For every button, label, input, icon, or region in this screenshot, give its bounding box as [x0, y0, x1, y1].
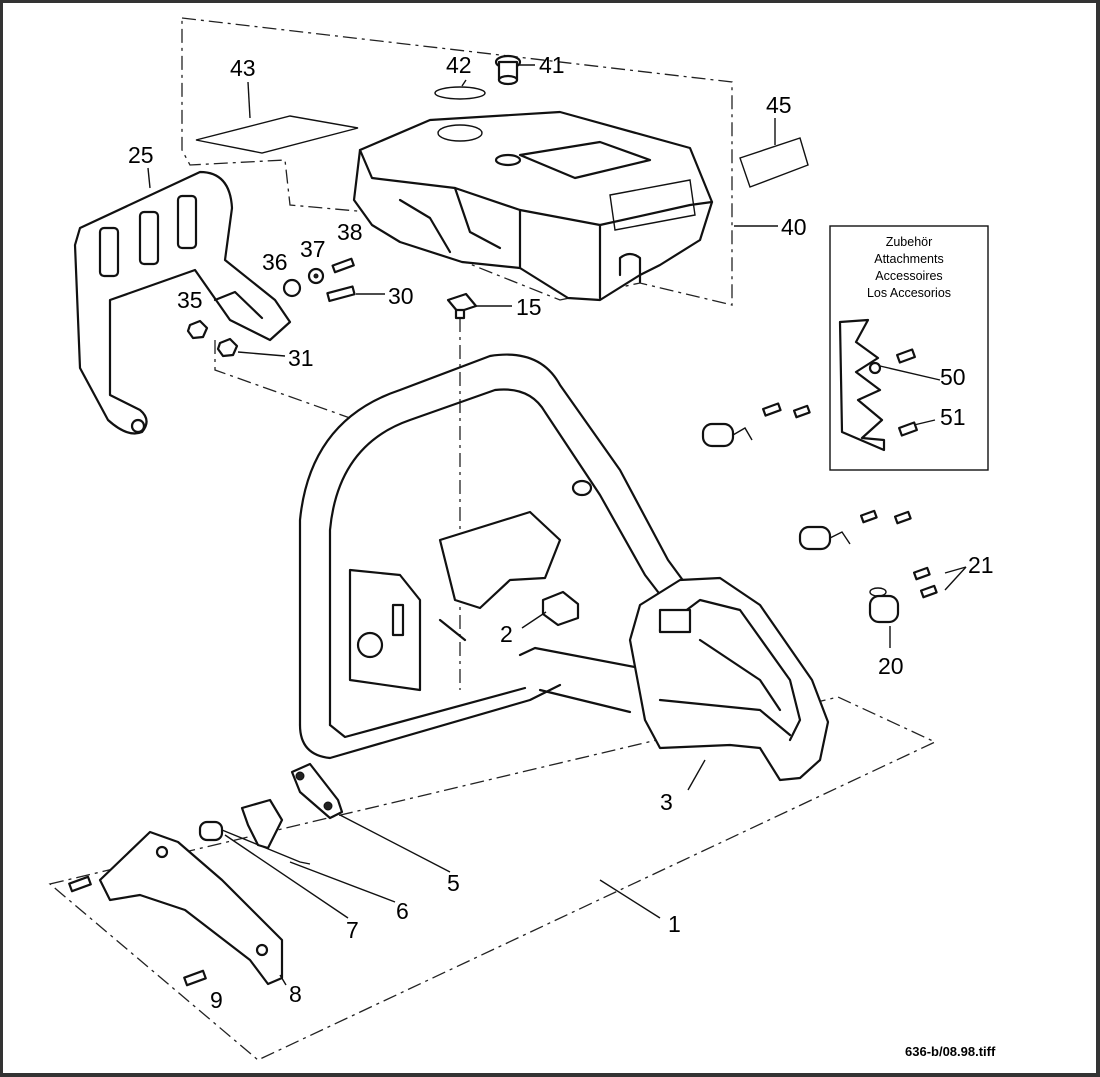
callout-20: 20 [878, 653, 904, 679]
callout-5: 5 [447, 870, 460, 896]
part-36-bushing [282, 278, 302, 298]
frame-top [0, 0, 1100, 3]
callout-38: 38 [337, 219, 363, 245]
part-3-rear-handle [628, 576, 830, 782]
callout-43: 43 [230, 55, 256, 81]
attachments-line-de: Zubehör [886, 235, 933, 249]
part-6-lever [240, 798, 284, 850]
part-41-cap [494, 54, 522, 86]
part-1-handle-frame [298, 353, 692, 760]
part-50-spike [838, 318, 886, 452]
part-45-label [739, 137, 809, 188]
callout-36: 36 [262, 249, 288, 275]
attachments-line-en: Attachments [874, 252, 943, 266]
part-31-nut [216, 337, 239, 358]
part-25-hand-guard [73, 170, 292, 435]
callout-1: 1 [668, 911, 681, 937]
callout-45: 45 [766, 92, 792, 118]
callout-3: 3 [660, 789, 673, 815]
attachments-box-text: Zubehör Attachments Accessoires Los Acce… [867, 235, 951, 300]
callout-2: 2 [500, 621, 513, 647]
callout-8: 8 [289, 981, 302, 1007]
file-reference: 636-b/08.98.tiff [905, 1044, 996, 1059]
part-9-screw [68, 875, 207, 987]
callout-50: 50 [940, 364, 966, 390]
part-7-spring [198, 820, 311, 865]
part-38-screw [331, 257, 355, 274]
callout-35: 35 [177, 287, 203, 313]
callout-9: 9 [210, 987, 223, 1013]
attachments-line-fr: Accessoires [875, 269, 942, 283]
av-spring-upper [701, 402, 811, 448]
frame-right [1096, 0, 1100, 1077]
callout-labels: 1 2 3 5 6 7 8 9 15 20 21 25 30 31 35 36 … [128, 52, 994, 1013]
attachments-box [829, 225, 989, 471]
av-spring-middle [798, 509, 912, 551]
part-51-screw [896, 348, 918, 437]
callout-42: 42 [446, 52, 472, 78]
part-20-av-spring [868, 587, 900, 624]
callout-30: 30 [388, 283, 414, 309]
callout-15: 15 [516, 294, 542, 320]
main-assembly-group-outline [48, 696, 937, 1061]
part-43-decal [195, 115, 359, 154]
frame-left [0, 0, 3, 1077]
callout-51: 51 [940, 404, 966, 430]
callout-40: 40 [781, 214, 807, 240]
callout-21: 21 [968, 552, 994, 578]
part-42-seal [434, 86, 486, 100]
attachments-line-es: Los Accesorios [867, 286, 951, 300]
callout-37: 37 [300, 236, 326, 262]
callout-31: 31 [288, 345, 314, 371]
part-21-screws [912, 566, 938, 599]
leader-lines [147, 64, 967, 986]
handle-guide-line [214, 340, 351, 419]
callout-41: 41 [539, 52, 565, 78]
part-37-washer [307, 267, 325, 285]
callout-6: 6 [396, 898, 409, 924]
callout-25: 25 [128, 142, 154, 168]
part-2-block [541, 590, 580, 627]
part-30-bolt [326, 285, 356, 303]
part-5-bracket [290, 762, 344, 820]
frame-bottom [0, 1073, 1100, 1077]
part-40-top-cover [352, 110, 714, 302]
part-35-nut [186, 319, 209, 340]
internal-bracket [348, 510, 562, 692]
part-15-grommet [446, 292, 478, 320]
callout-7: 7 [346, 917, 359, 943]
